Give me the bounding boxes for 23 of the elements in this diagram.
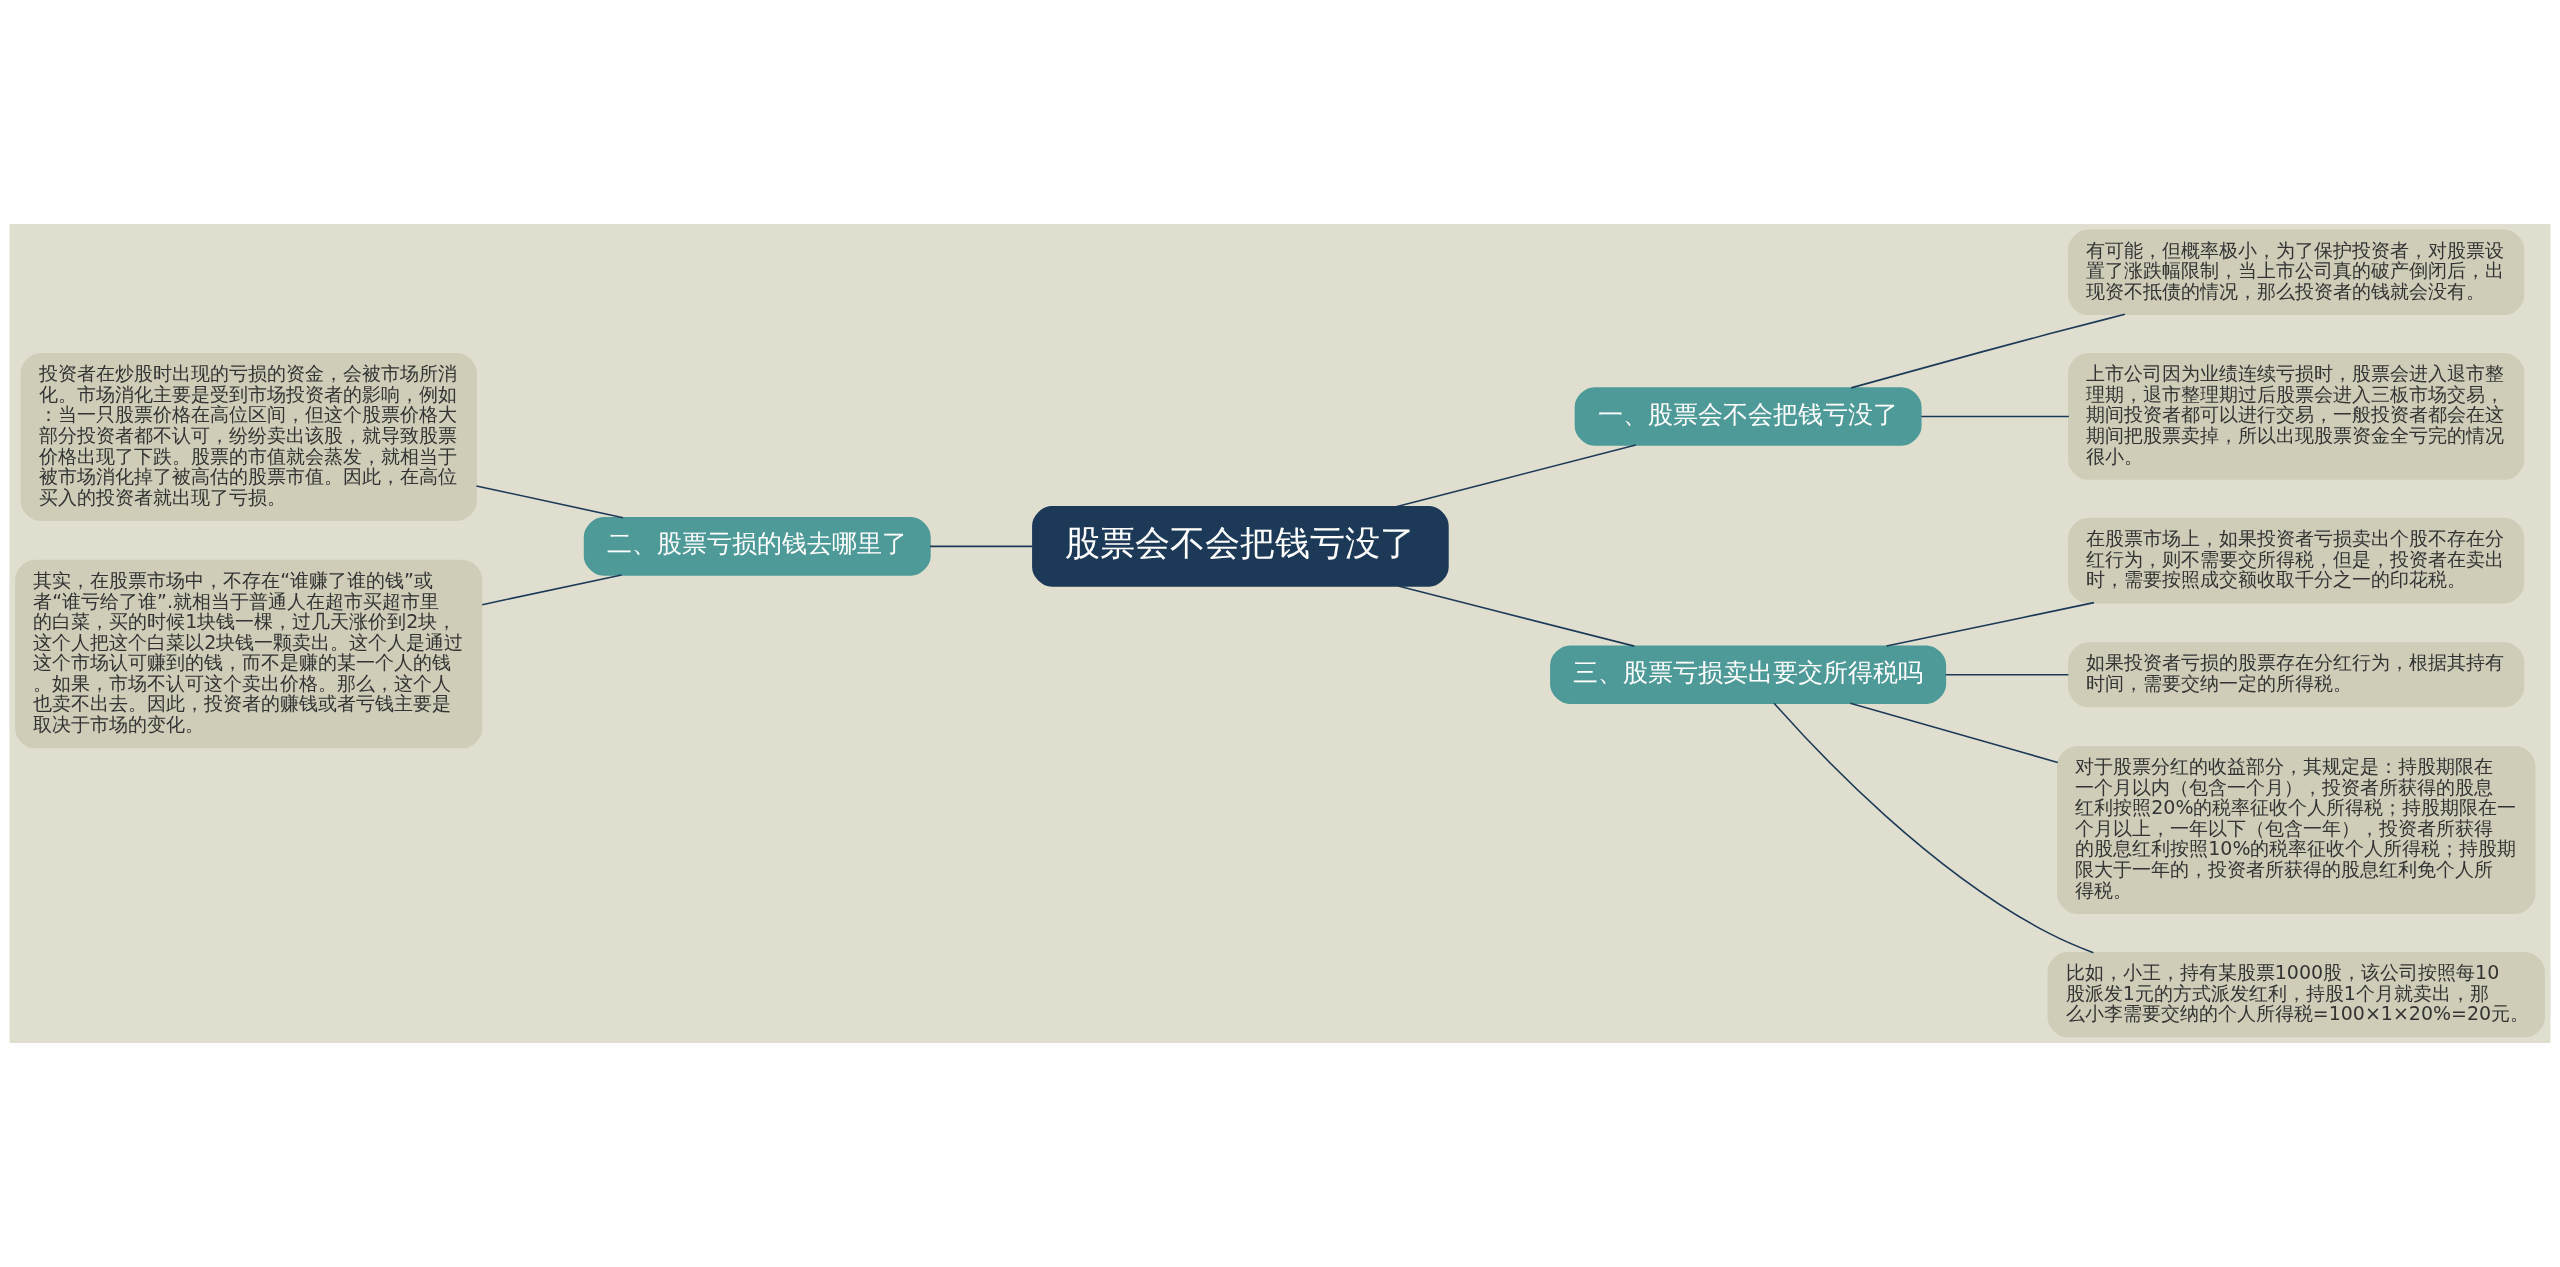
node-box: 其实，在股票市场中，不存在“谁赚了谁的钱”或者“谁亏给了谁”.就相当于普通人在超市买超市里的白菜，买的时候1块钱一棵，过几天涨价到2块，这个人把这个白菜以2块钱一颗卖出。这个人是通过这个市场认可赚到的钱，而不是赚的某一个人的钱。如果，市场不认可这个卖出价格。那么，这个人也卖不出去。因此，投资者的赚钱或者亏钱主要是取决于市场的变化。 bbox=[15, 559, 483, 749]
connector bbox=[475, 485, 624, 519]
connector bbox=[1885, 601, 2095, 647]
connector bbox=[1920, 415, 2070, 418]
connector bbox=[481, 574, 623, 606]
node-box: 一、股票会不会把钱亏没了 bbox=[1574, 387, 1922, 446]
node-box: 对于股票分红的收益部分，其规定是：持股期限在一个月以内（包含一个月），投资者所获得的股息红利按照20%的税率征收个人所得税；持股期限在一个月以上，一年以下（包含一年），投资者所获得的股息红利按照10%的税率征收个人所得税；持股期限大于一年的，投资者所获得的股息红利免个人所得税。 bbox=[2057, 746, 2536, 914]
connector bbox=[1849, 702, 2059, 764]
connector bbox=[1850, 313, 2126, 389]
node-box: 二、股票亏损的钱去哪里了 bbox=[583, 517, 931, 576]
node-box: 比如，小王，持有某股票1000股，该公司按照每10股派发1元的方式派发红利，持股1个月就卖出，那么小李需要交纳的个人所得税=100×1×20%=20元。 bbox=[2047, 951, 2545, 1038]
node-box: 三、股票亏损卖出要交所得税吗 bbox=[1550, 645, 1947, 704]
node-box: 在股票市场上，如果投资者亏损卖出个股不存在分红行为，则不需要交所得税，但是，投资者在卖出时，需要按照成交额收取千分之一的印花税。 bbox=[2068, 517, 2525, 604]
connector bbox=[1395, 444, 1637, 508]
node-box: 投资者在炒股时出现的亏损的资金，会被市场所消化。市场消化主要是受到市场投资者的影响，例如：当一只股票价格在高位区间，但这个股票价格大部分投资者都不认可，纷纷卖出该股，就导致股票价格出现了下跌。股票的市值就会蒸发，就相当于被市场消化掉了被高估的股票市值。因此，在高位买入的投资者就出现了亏损。 bbox=[20, 353, 477, 521]
node-box: 股票会不会把钱亏没了 bbox=[1032, 505, 1449, 587]
node-box: 上市公司因为业绩连续亏损时，股票会进入退市整理期，退市整理期过后股票会进入三板市场交易，期间投资者都可以进行交易，一般投资者都会在这期间把股票卖掉，所以出现股票资金全亏完的情况很小。 bbox=[2068, 353, 2525, 480]
connector bbox=[1944, 673, 2070, 676]
node-box: 如果投资者亏损的股票存在分红行为，根据其持有时间，需要交纳一定的所得税。 bbox=[2068, 642, 2525, 708]
connector bbox=[1397, 585, 1636, 647]
connector bbox=[929, 545, 1034, 548]
connector bbox=[1773, 702, 2095, 954]
node-box: 有可能，但概率极小，为了保护投资者，对股票设置了涨跌幅限制，当上市公司真的破产倒闭后，出现资不抵债的情况，那么投资者的钱就会没有。 bbox=[2068, 229, 2525, 316]
